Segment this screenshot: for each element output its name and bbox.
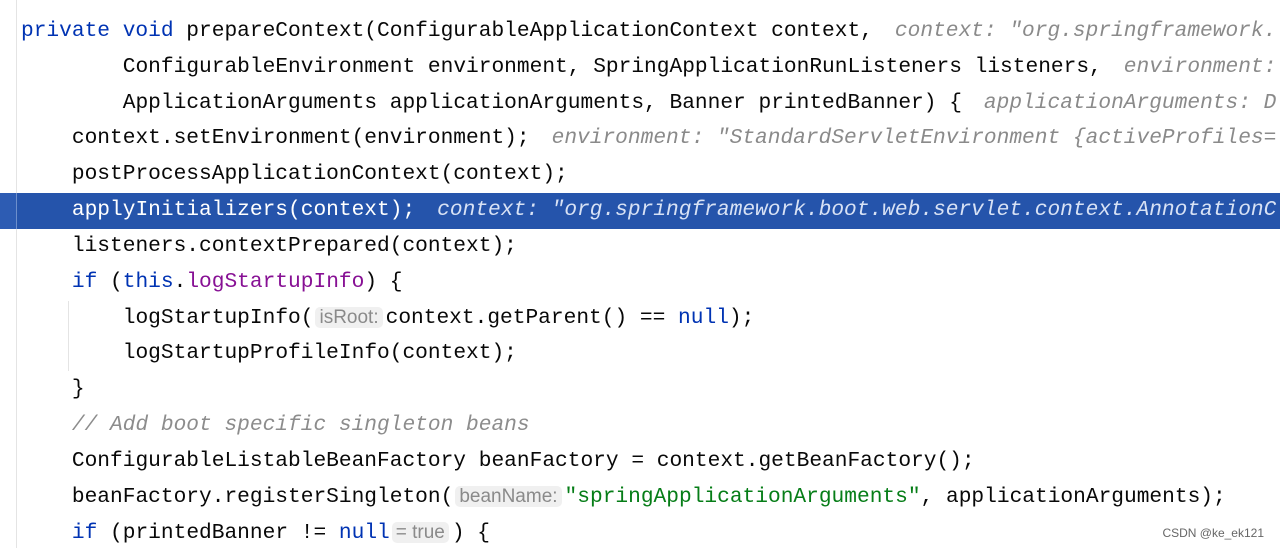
code-text: listeners.contextPrepared(context); xyxy=(71,233,517,258)
indent-guide xyxy=(68,301,69,371)
code-text: beanFactory.registerSingleton( xyxy=(71,485,454,510)
code-line[interactable]: // Add boot specific singleton beans xyxy=(21,408,1280,444)
debug-inline-value: context: "org.springframework.boot.web.s… xyxy=(437,197,1277,222)
code-text: context.getParent() == xyxy=(385,306,679,331)
code-text: ) { xyxy=(451,521,491,546)
keyword: if xyxy=(71,269,98,294)
current-execution-line-highlight xyxy=(0,193,1280,229)
gutter-marker xyxy=(0,193,17,229)
parameter-hint: = true xyxy=(391,522,449,544)
watermark: CSDN @ke_ek121 xyxy=(1162,526,1264,540)
code-text: . xyxy=(173,269,187,294)
code-line[interactable]: beanFactory.registerSingleton(beanName:"… xyxy=(21,479,1280,515)
code-line[interactable]: ConfigurableListableBeanFactory beanFact… xyxy=(21,444,1280,480)
code-line[interactable]: ApplicationArguments applicationArgument… xyxy=(21,86,1280,122)
code-text: ApplicationArguments applicationArgument… xyxy=(122,90,962,115)
code-line[interactable]: if (printedBanner != null= true) { xyxy=(21,515,1280,551)
code-text: ConfigurableEnvironment environment, Spr… xyxy=(122,54,1102,79)
code-text: ConfigurableListableBeanFactory beanFact… xyxy=(71,448,975,473)
code-line[interactable]: logStartupInfo(isRoot:context.getParent(… xyxy=(21,300,1280,336)
code-text: logStartupProfileInfo(context); xyxy=(122,341,517,366)
code-text: applyInitializers(context); xyxy=(71,197,416,222)
code-line[interactable]: applyInitializers(context); context: "org… xyxy=(21,193,1280,229)
debug-inline-value: applicationArguments: D xyxy=(983,90,1277,115)
code-line[interactable]: listeners.contextPrepared(context); xyxy=(21,229,1280,265)
parameter-hint: isRoot: xyxy=(315,307,383,329)
keyword: private void xyxy=(21,19,187,43)
code-line[interactable]: } xyxy=(21,372,1280,408)
code-text: (printedBanner != xyxy=(97,521,339,546)
debug-inline-value: environment: "StandardServletEnvironment… xyxy=(551,126,1277,151)
code-text: } xyxy=(71,376,85,401)
keyword: null xyxy=(338,521,390,546)
keyword: this xyxy=(122,269,174,294)
string-literal: "springApplicationArguments" xyxy=(564,485,921,510)
code-line[interactable]: postProcessApplicationContext(context); xyxy=(21,157,1280,193)
keyword: if xyxy=(71,521,98,546)
code-text: ( xyxy=(97,269,123,294)
code-text: postProcessApplicationContext(context); xyxy=(71,162,568,187)
code-line[interactable]: context.setEnvironment(environment); envi… xyxy=(21,121,1280,157)
keyword: null xyxy=(678,306,729,331)
code-text: context.setEnvironment(environment); xyxy=(71,126,530,151)
debug-inline-value: context: "org.springframework. xyxy=(894,19,1277,43)
debug-inline-value: environment: xyxy=(1123,54,1277,79)
code-text: logStartupInfo( xyxy=(122,306,314,331)
code-line[interactable]: if (this.logStartupInfo) { xyxy=(21,265,1280,301)
code-text: prepareContext(ConfigurableApplicationCo… xyxy=(186,19,873,43)
code-line[interactable]: private void prepareContext(Configurable… xyxy=(21,14,1280,50)
code-editor[interactable]: private void prepareContext(Configurable… xyxy=(21,14,1280,551)
code-text: ) { xyxy=(364,269,403,294)
code-text: , applicationArguments); xyxy=(920,485,1226,510)
gutter-divider xyxy=(16,0,17,548)
code-text: ); xyxy=(728,306,755,331)
comment: // Add boot specific singleton beans xyxy=(71,412,530,437)
code-line[interactable]: ConfigurableEnvironment environment, Spr… xyxy=(21,50,1280,86)
code-line[interactable]: logStartupProfileInfo(context); xyxy=(21,336,1280,372)
parameter-hint: beanName: xyxy=(455,486,562,508)
field-name: logStartupInfo xyxy=(186,269,365,294)
